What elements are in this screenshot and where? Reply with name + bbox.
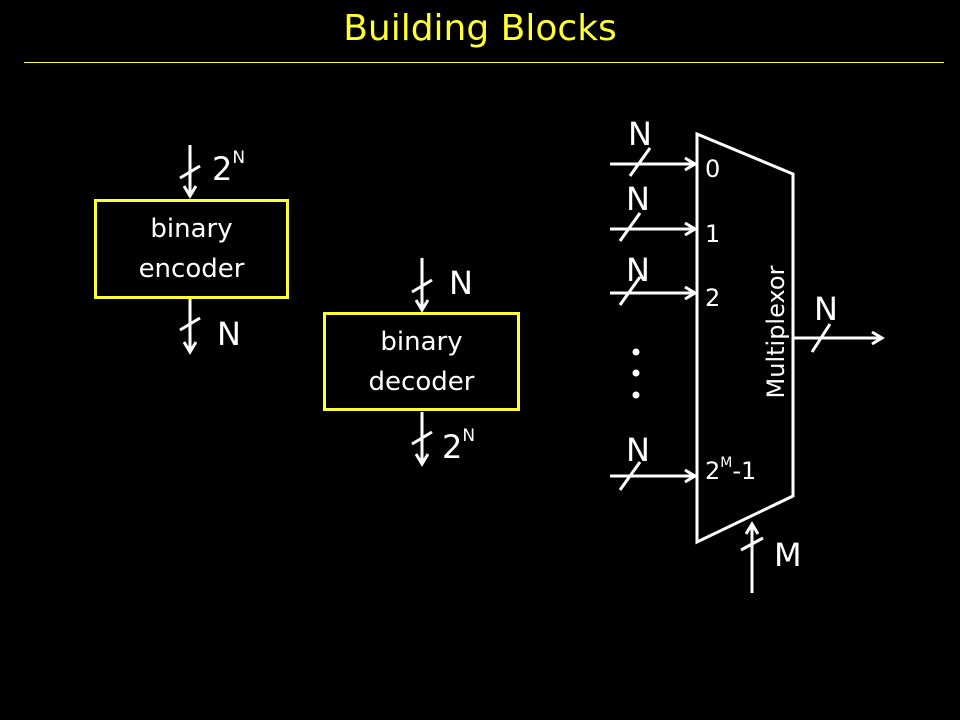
mux-select-width: M <box>774 536 802 574</box>
mux-input-0-slash <box>628 147 652 177</box>
decoder-output-slash <box>411 430 433 446</box>
mux-input-1-width: N <box>626 180 650 218</box>
mux-input-0-width: N <box>628 115 652 153</box>
encoder-input-slash <box>179 164 201 180</box>
decoder-output-width: 2N <box>442 426 476 466</box>
mux-input-2-slash <box>618 276 642 306</box>
mux-output-slash <box>810 323 832 353</box>
mux-port-last: 2M-1 <box>705 455 757 485</box>
mux-input-1-slash <box>618 212 642 242</box>
binary-encoder-block: binary encoder <box>94 199 289 299</box>
encoder-input-width: 2N <box>212 148 246 188</box>
mux-body <box>695 131 795 545</box>
mux-port-2: 2 <box>705 284 721 312</box>
mux-port-0: 0 <box>705 155 721 183</box>
encoder-output-slash <box>179 316 201 332</box>
decoder-input-slash <box>411 278 433 294</box>
encoder-output-width: N <box>217 315 241 353</box>
mux-ellipsis-dots <box>632 348 640 399</box>
slide-title: Building Blocks <box>343 8 617 49</box>
decoder-input-width: N <box>449 264 473 302</box>
mux-name: Multiplexor <box>762 265 790 399</box>
binary-decoder-block: binary decoder <box>323 312 520 411</box>
encoder-label-line1: binary <box>150 214 233 244</box>
mux-input-2-width: N <box>626 251 650 289</box>
mux-input-last-width: N <box>626 431 650 469</box>
decoder-label-line1: binary <box>380 326 463 357</box>
encoder-label-line2: encoder <box>138 254 245 284</box>
mux-port-1: 1 <box>705 220 721 248</box>
mux-output-width: N <box>814 290 838 328</box>
mux-select-slash <box>740 536 764 552</box>
mux-input-last-slash <box>618 461 642 491</box>
decoder-label-line2: decoder <box>368 366 475 397</box>
title-divider <box>24 62 944 63</box>
